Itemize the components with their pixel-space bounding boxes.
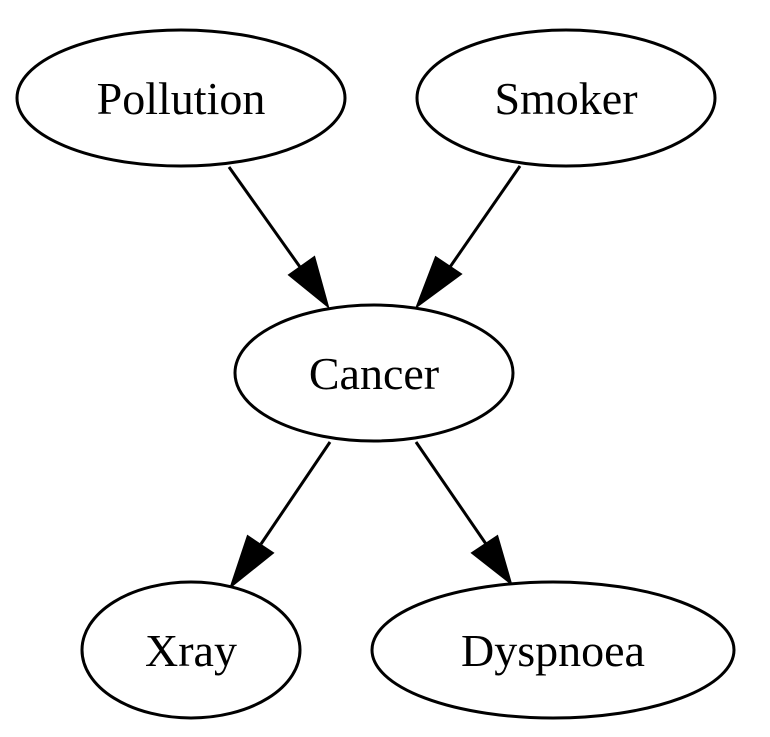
arrowhead [287,255,330,310]
node-cancer: Cancer [233,303,515,443]
node-ellipse [233,303,515,443]
arrowhead [470,534,513,587]
edge-pollution-to-cancer [227,166,330,310]
edge-smoker-to-cancer [414,165,522,310]
edge-line [259,441,332,545]
node-dyspnoea: Dyspnoea [370,580,736,720]
node-ellipse [80,580,302,720]
arrowhead [414,255,463,310]
node-ellipse [15,28,347,168]
edge-cancer-to-dyspnoea [414,441,513,587]
node-xray: Xray [80,580,302,720]
node-ellipse [370,580,736,720]
node-label-cancer: Cancer [309,348,439,399]
node-label-dyspnoea: Dyspnoea [461,625,645,676]
node-pollution: Pollution [15,28,347,168]
node-ellipse [415,28,717,168]
node-label-pollution: Pollution [97,73,266,124]
node-smoker: Smoker [415,28,717,168]
edge-line [448,165,522,268]
edge-cancer-to-xray [228,441,332,590]
edge-line [227,166,302,268]
node-label-smoker: Smoker [494,73,637,124]
arrowhead [228,534,275,590]
node-label-xray: Xray [145,625,237,676]
edge-line [414,441,488,545]
